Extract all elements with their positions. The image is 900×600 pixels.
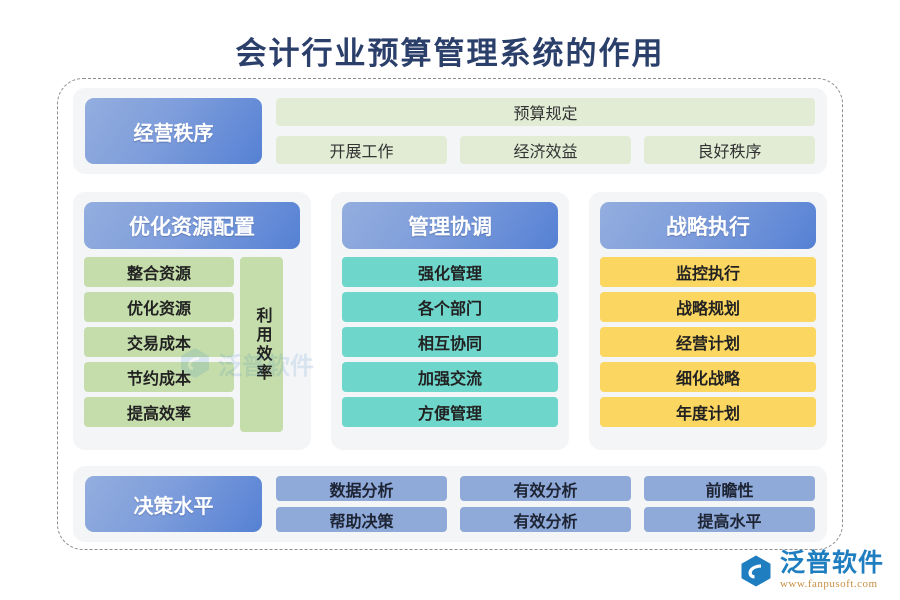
panel-resource-allocation: 优化资源配置 整合资源 优化资源 交易成本 节约成本 提高效率 利用效率	[73, 192, 311, 450]
brand-name: 泛普软件	[779, 549, 884, 577]
panel-management-coordination: 管理协调 强化管理 各个部门 相互协同 加强交流 方便管理	[331, 192, 569, 450]
column-item[interactable]: 相互协同	[342, 327, 558, 357]
row-header-decision-level[interactable]: 决策水平	[85, 476, 262, 532]
row-item-bottom[interactable]: 有效分析	[460, 476, 631, 501]
column-side-label-utilization-efficiency[interactable]: 利用效率	[240, 257, 283, 432]
row-item-bottom[interactable]: 有效分析	[460, 507, 631, 532]
column-item[interactable]: 经营计划	[600, 327, 816, 357]
row-item-top-0[interactable]: 开展工作	[276, 136, 447, 164]
brand-logo: 泛普软件 www.fanpusoft.com	[739, 551, 884, 590]
column-item[interactable]: 强化管理	[342, 257, 558, 287]
column-item[interactable]: 节约成本	[84, 362, 234, 392]
column-item[interactable]: 年度计划	[600, 397, 816, 427]
column-header-management-coordination[interactable]: 管理协调	[342, 202, 558, 249]
column-header-resource-allocation[interactable]: 优化资源配置	[84, 202, 300, 249]
diagram-outer-frame	[57, 78, 843, 550]
column-items-strategy-execution: 监控执行 战略规划 经营计划 细化战略 年度计划	[600, 257, 816, 440]
row-header-business-order[interactable]: 经营秩序	[85, 98, 262, 164]
row-item-budget-rule[interactable]: 预算规定	[276, 98, 815, 126]
column-item[interactable]: 方便管理	[342, 397, 558, 427]
column-items-resource-allocation: 整合资源 优化资源 交易成本 节约成本 提高效率	[84, 257, 234, 440]
fanpu-logo-icon	[741, 555, 771, 586]
row-item-bottom[interactable]: 数据分析	[276, 476, 447, 501]
column-item[interactable]: 战略规划	[600, 292, 816, 322]
row-item-bottom[interactable]: 帮助决策	[276, 507, 447, 532]
column-items-management-coordination: 强化管理 各个部门 相互协同 加强交流 方便管理	[342, 257, 558, 440]
panel-strategy-execution: 战略执行 监控执行 战略规划 经营计划 细化战略 年度计划	[589, 192, 827, 450]
column-item[interactable]: 交易成本	[84, 327, 234, 357]
brand-url: www.fanpusoft.com	[779, 578, 878, 590]
row-item-top-1[interactable]: 经济效益	[460, 136, 631, 164]
panel-decision-level: 决策水平 数据分析 有效分析 前瞻性 帮助决策 有效分析 提高水平	[73, 466, 827, 542]
column-item[interactable]: 整合资源	[84, 257, 234, 287]
row-item-bottom[interactable]: 前瞻性	[644, 476, 815, 501]
column-item[interactable]: 加强交流	[342, 362, 558, 392]
column-item[interactable]: 提高效率	[84, 397, 234, 427]
column-item[interactable]: 细化战略	[600, 362, 816, 392]
column-header-strategy-execution[interactable]: 战略执行	[600, 202, 816, 249]
column-item[interactable]: 各个部门	[342, 292, 558, 322]
page-title: 会计行业预算管理系统的作用	[235, 36, 665, 71]
row-item-top-2[interactable]: 良好秩序	[644, 136, 815, 164]
column-item[interactable]: 优化资源	[84, 292, 234, 322]
column-item[interactable]: 监控执行	[600, 257, 816, 287]
row-item-bottom[interactable]: 提高水平	[644, 507, 815, 532]
panel-business-order: 经营秩序 预算规定 开展工作 经济效益 良好秩序	[73, 88, 827, 174]
